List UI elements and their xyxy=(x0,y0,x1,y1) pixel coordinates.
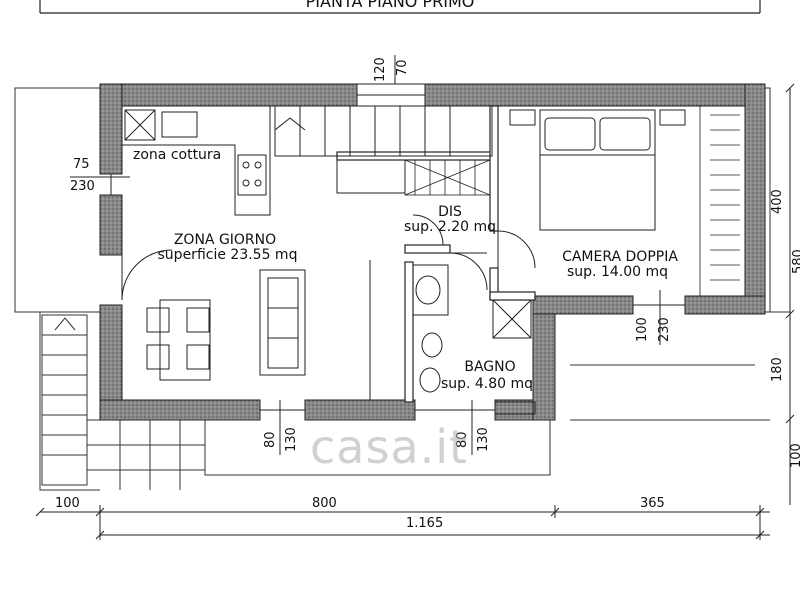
wardrobe xyxy=(404,159,491,196)
watermark-logo: casa.it xyxy=(310,420,469,474)
dim-right-400: 400 xyxy=(770,189,785,214)
label-zona-giorno-area: superficie 23.55 mq xyxy=(157,247,298,263)
dim-top-70: 70 xyxy=(395,59,410,76)
bathroom-fixtures xyxy=(412,264,536,415)
label-bagno: BAGNO xyxy=(464,359,516,375)
dim-bottom-130a: 130 xyxy=(284,427,299,452)
dim-right-180: 180 xyxy=(770,357,785,382)
label-dis-area: sup. 2.20 mq xyxy=(403,219,497,235)
label-camera-doppia: CAMERA DOPPIA xyxy=(562,249,678,265)
dim-total-100: 100 xyxy=(55,496,80,511)
dimension-lines xyxy=(35,55,795,540)
interior-walls xyxy=(336,105,536,403)
door-swings xyxy=(121,214,536,301)
dim-right-580: 580 xyxy=(791,249,800,274)
dim-bottom-80a: 80 xyxy=(263,431,278,448)
dim-230-left: 230 xyxy=(70,179,95,194)
dim-total-800: 800 xyxy=(312,496,337,511)
external-stairs xyxy=(41,314,205,490)
label-zona-cottura: zona cottura xyxy=(133,147,222,163)
label-camera-area: sup. 14.00 mq xyxy=(566,264,668,280)
kitchen-counter xyxy=(122,105,271,216)
dim-total-1165: 1.165 xyxy=(406,516,444,531)
plan-title: PIANTA PIANO PRIMO xyxy=(305,0,475,11)
double-bed xyxy=(509,109,686,231)
title-frame xyxy=(39,0,761,14)
windows xyxy=(100,83,685,411)
dim-camera-100: 100 xyxy=(635,317,650,342)
sofa xyxy=(259,269,306,376)
bedroom-wardrobe xyxy=(699,105,746,297)
label-dis: DIS xyxy=(438,204,462,220)
dining-table xyxy=(146,299,211,381)
dim-right-100: 100 xyxy=(789,443,800,468)
dim-top-120: 120 xyxy=(373,57,388,82)
dim-bottom-130b: 130 xyxy=(476,427,491,452)
dim-camera-230: 230 xyxy=(657,317,672,342)
label-bagno-area: sup. 4.80 mq xyxy=(440,376,534,392)
dim-total-365: 365 xyxy=(640,496,665,511)
exterior-walls xyxy=(99,83,766,421)
dim-75: 75 xyxy=(73,157,90,172)
label-zona-giorno: ZONA GIORNO xyxy=(173,232,277,248)
